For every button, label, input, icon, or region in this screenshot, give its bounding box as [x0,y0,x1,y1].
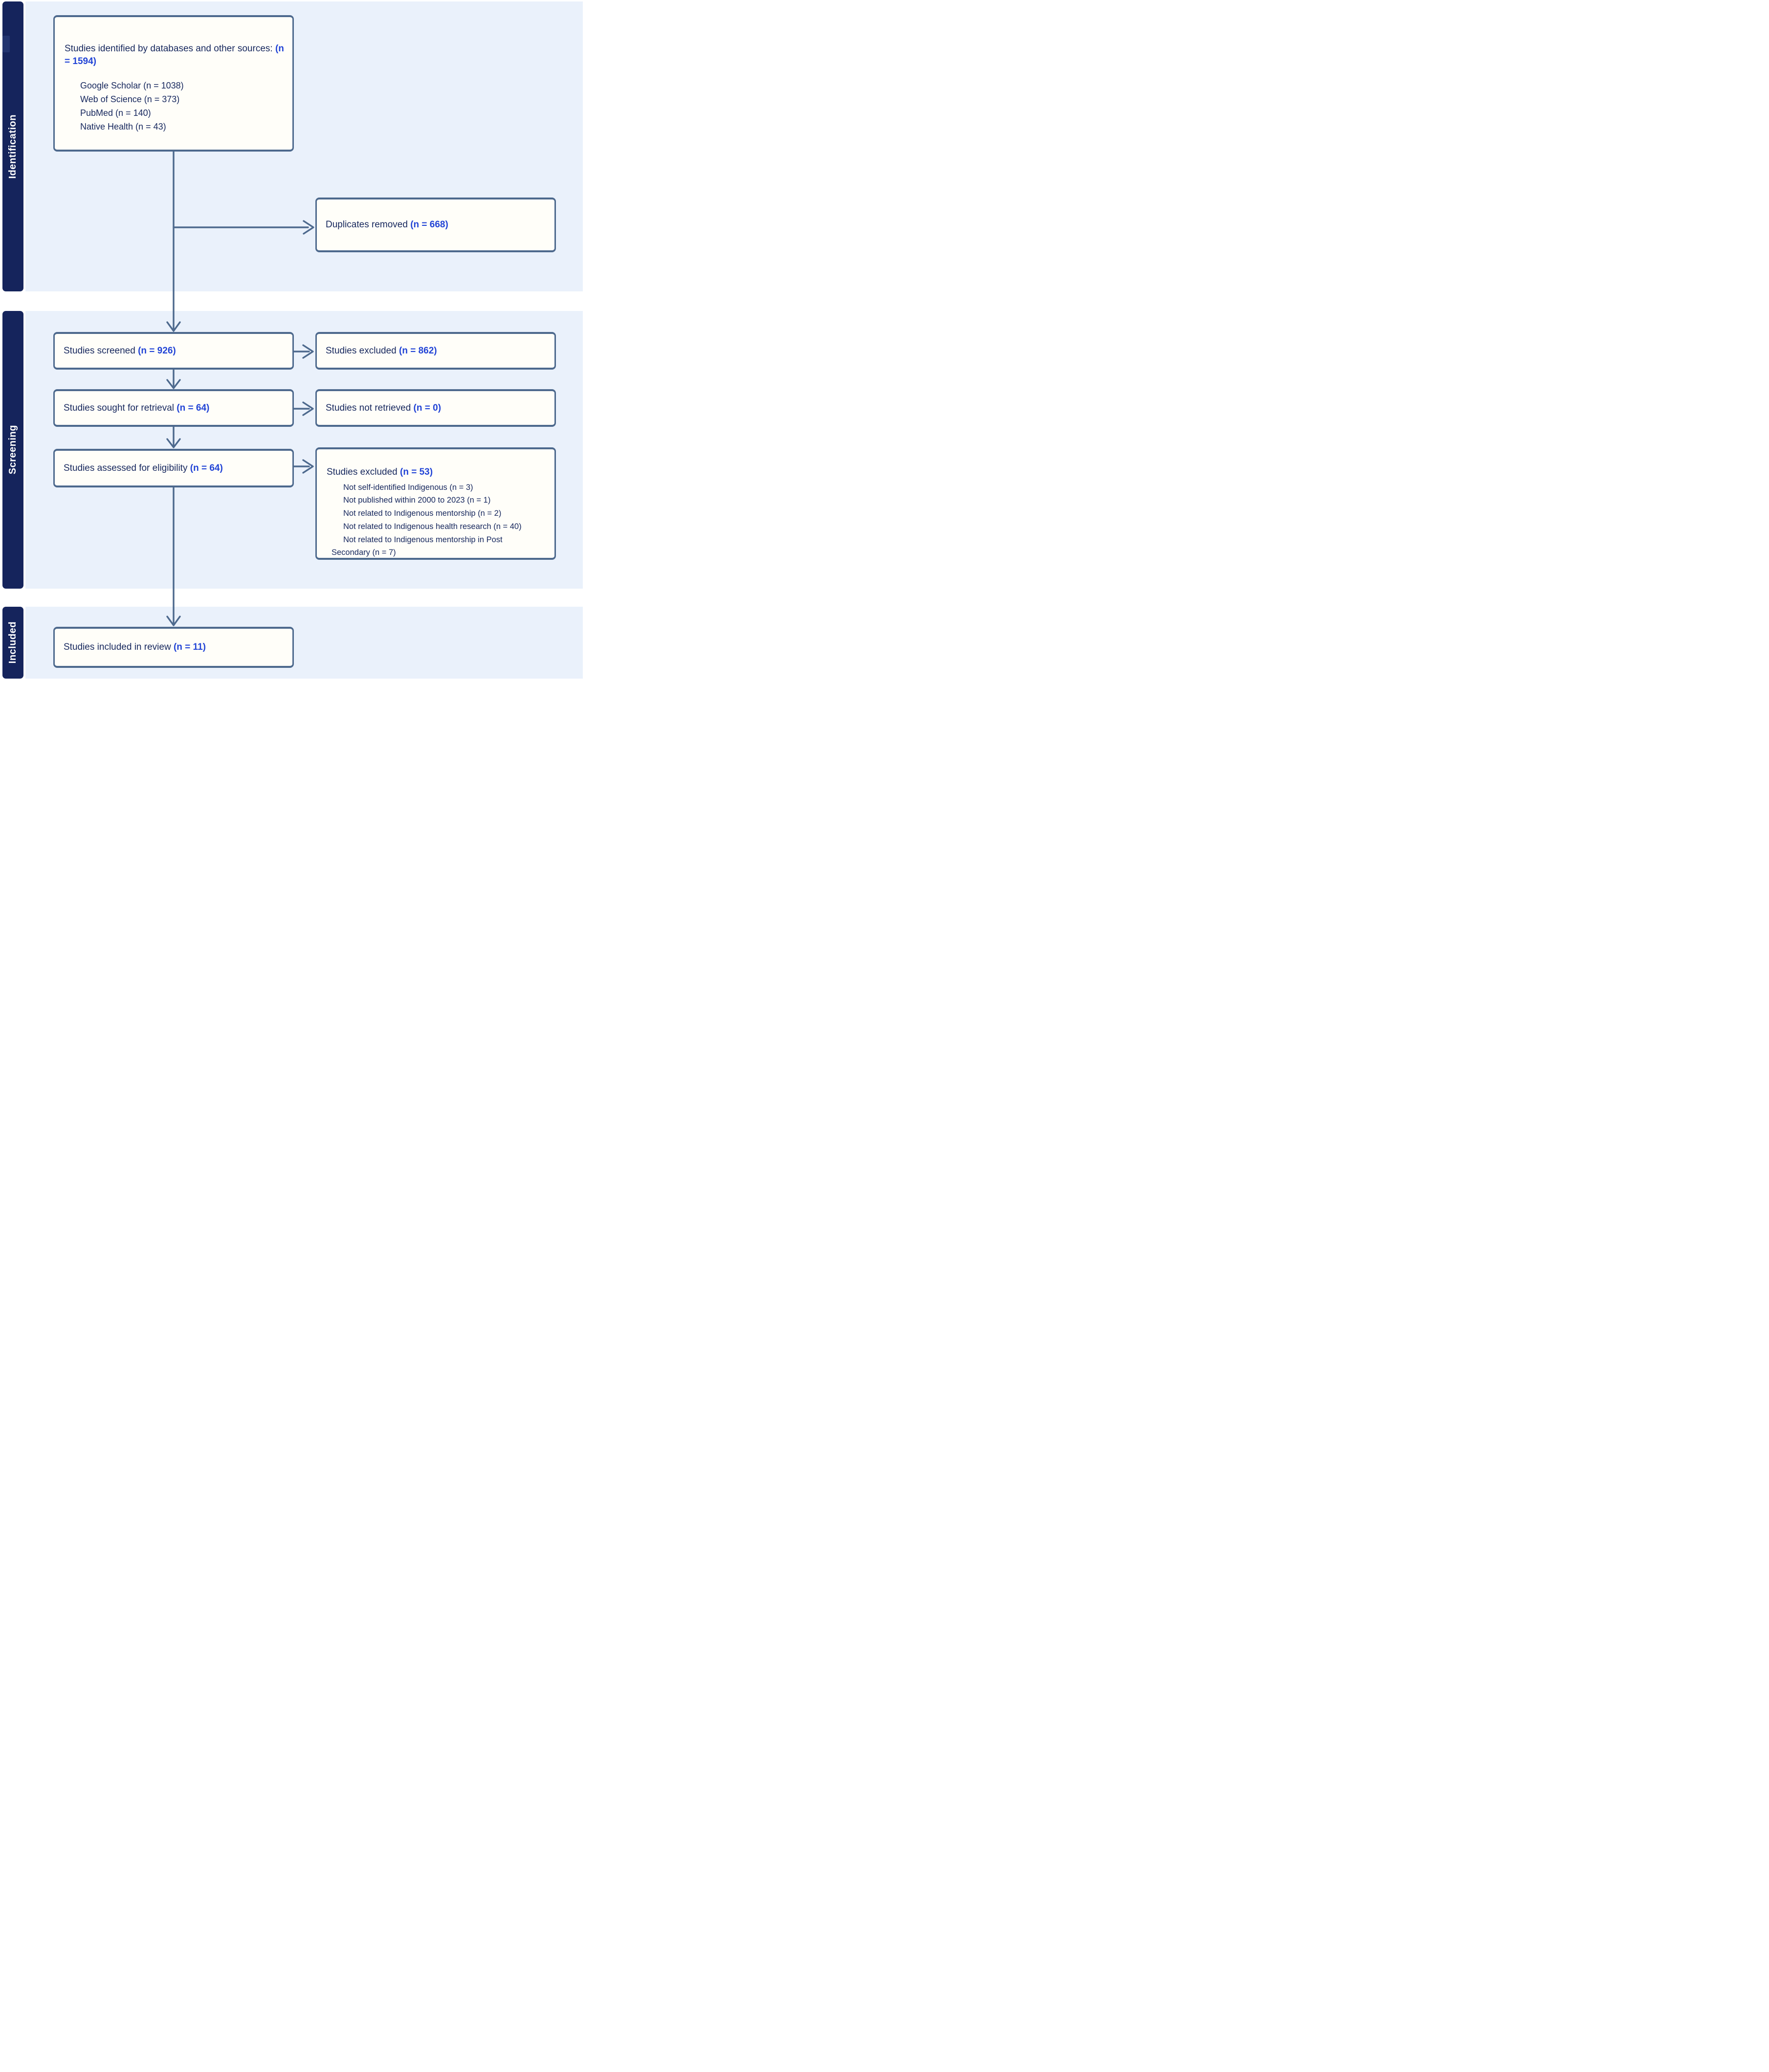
box-title: Studies screened (n = 926) [64,345,176,357]
exclusion-reason: Not published within 2000 to 2023 (n = 1… [343,496,491,505]
box-title: Studies excluded (n = 862) [326,345,437,357]
box-count: (n = 53) [400,467,433,477]
box-label: Studies assessed for eligibility [64,463,190,473]
screening-stage-bar: Screening [2,311,23,589]
identification-stage-label: Identification [7,114,18,179]
source-item: Google Scholar (n = 1038) [80,81,184,91]
exclusion-reason: Not related to Indigenous health researc… [343,522,522,531]
box-duplicates-removed: Duplicates removed (n = 668) [315,198,556,252]
box-title: Studies included in review (n = 11) [64,641,206,654]
box-label: Studies included in review [64,642,174,653]
screening-stage-label: Screening [7,425,18,475]
box-count: (n = 64) [190,463,223,473]
box-studies-screened: Studies screened (n = 926) [53,332,294,370]
box-title: Studies sought for retrieval (n = 64) [64,402,209,415]
box-studies-excluded-screening: Studies excluded (n = 862) [315,332,556,370]
box-studies-assessed: Studies assessed for eligibility (n = 64… [53,449,294,487]
box-label: Studies screened [64,345,138,356]
exclusion-reason: Not related to Indigenous mentorship in … [343,535,503,544]
box-title: Studies identified by databases and othe… [65,43,291,67]
box-studies-excluded-eligibility: Studies excluded (n = 53) Not self-ident… [315,447,556,560]
prisma-flow-diagram: Identification Screening Included [0,0,587,687]
box-count: (n = 0) [413,402,442,413]
included-stage-bar: Included [2,607,23,679]
box-count: (n = 64) [177,402,210,413]
box-label: Duplicates removed [326,220,411,230]
box-title: Studies excluded (n = 53) [327,466,552,479]
box-label: Studies sought for retrieval [64,402,177,413]
box-title: Duplicates removed (n = 668) [326,219,448,231]
exclusion-reason: Not related to Indigenous mentorship (n … [343,509,502,518]
box-label: Studies excluded [327,467,400,477]
box-title: Studies assessed for eligibility (n = 64… [64,462,223,475]
exclusion-reason: Not self-identified Indigenous (n = 3) [343,483,473,492]
box-label: Studies identified by databases and othe… [65,44,275,54]
exclusion-reason-list: Not self-identified Indigenous (n = 3) N… [327,481,552,547]
source-item: Native Health (n = 43) [80,121,166,132]
box-label: Studies not retrieved [326,402,414,413]
included-stage-label: Included [7,621,18,664]
exclusion-reason-tail: Secondary (n = 7) [332,548,396,557]
box-studies-sought: Studies sought for retrieval (n = 64) [53,389,294,427]
box-count: (n = 926) [138,345,176,356]
source-item: Web of Science (n = 373) [80,94,180,105]
box-studies-not-retrieved: Studies not retrieved (n = 0) [315,389,556,427]
box-count: (n = 11) [173,642,206,653]
box-label: Studies excluded [326,345,399,356]
box-count: (n = 1594) [65,44,284,66]
box-title: Studies not retrieved (n = 0) [326,402,441,415]
bar-highlight-notch [2,36,10,52]
source-item: PubMed (n = 140) [80,108,151,118]
box-studies-identified: Studies identified by databases and othe… [53,15,294,152]
box-count: (n = 862) [399,345,437,356]
box-studies-included: Studies included in review (n = 11) [53,627,294,668]
source-list: Google Scholar (n = 1038) Web of Science… [65,79,291,134]
box-count: (n = 668) [410,220,448,230]
